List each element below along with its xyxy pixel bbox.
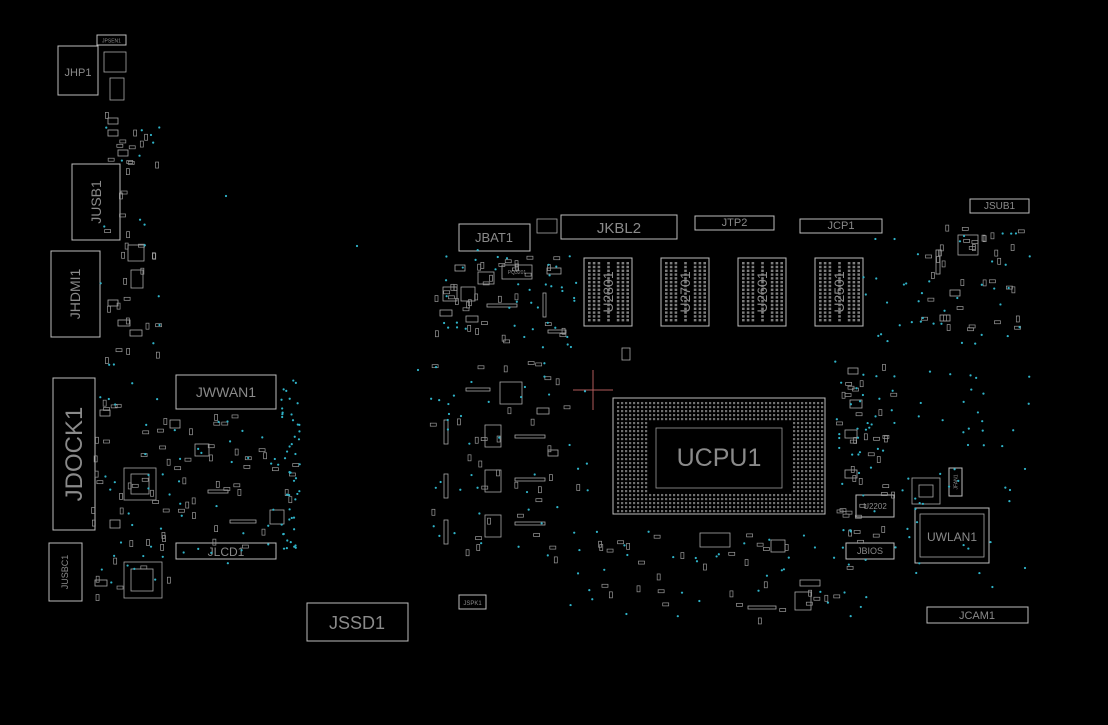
right-small-parts <box>844 234 979 505</box>
component-u2601[interactable]: U2601 <box>737 257 787 327</box>
u2701-label: U2701 <box>677 271 693 312</box>
component-uwlan1[interactable]: UWLAN1 <box>914 507 990 564</box>
left-small-parts <box>94 117 285 599</box>
component-jfan1[interactable]: JFAN1 <box>948 467 963 497</box>
jcam1-label: JCAM1 <box>959 610 995 622</box>
misc-pads <box>91 112 1025 625</box>
uwlan1-label: UWLAN1 <box>927 530 977 544</box>
crosshair-marker <box>573 370 613 410</box>
component-jsub1[interactable]: JSUB1 <box>969 198 1030 214</box>
component-jusb1[interactable]: JUSB1 <box>71 163 121 241</box>
component-u2801[interactable]: U2801 <box>583 257 633 327</box>
component-u2202[interactable]: U2202 <box>855 494 895 518</box>
cpu-ball-grid <box>617 402 824 513</box>
jcp1-label: JCP1 <box>828 220 855 232</box>
component-jdock1[interactable]: JDOCK1 <box>52 377 96 531</box>
component-jbat1[interactable]: JBAT1 <box>458 223 531 252</box>
component-jlcd1[interactable]: JLCD1 <box>175 542 277 560</box>
component-jkbl2[interactable]: JKBL2 <box>560 214 678 240</box>
component-jpsen1[interactable]: JPSEN1 <box>96 34 127 46</box>
component-ucpu1[interactable]: UCPU1 <box>612 397 826 515</box>
component-pq3201[interactable]: PQ3201 <box>501 264 533 280</box>
pq3201-label: PQ3201 <box>508 270 527 276</box>
jspk1-label: JSPK1 <box>463 601 482 607</box>
jbat1-label: JBAT1 <box>475 230 513 245</box>
component-jusbc1[interactable]: JUSBC1 <box>48 542 83 602</box>
jsub1-label: JSUB1 <box>984 201 1016 212</box>
jhdmi1-label: JHDMI1 <box>67 269 83 320</box>
jkbl2-label: JKBL2 <box>597 220 641 237</box>
component-jspk1[interactable]: JSPK1 <box>458 594 487 610</box>
jdock1-label: JDOCK1 <box>61 407 88 502</box>
component-jbios[interactable]: JBIOS <box>845 542 895 560</box>
jlcd1-label: JLCD1 <box>208 545 245 559</box>
jwwan1-label: JWWAN1 <box>196 384 256 400</box>
component-jcp1[interactable]: JCP1 <box>799 218 883 234</box>
u2801-label: U2801 <box>600 271 616 312</box>
jhp1-label: JHP1 <box>65 67 92 79</box>
jbat1-pads <box>536 218 558 234</box>
component-jssd1[interactable]: JSSD1 <box>306 602 409 642</box>
component-u2701[interactable]: U2701 <box>660 257 710 327</box>
component-jtp2[interactable]: JTP2 <box>694 215 775 231</box>
u2202-label: U2202 <box>863 502 887 511</box>
component-jhp1[interactable]: JHP1 <box>57 45 127 101</box>
jfan1-label: JFAN1 <box>954 474 960 489</box>
jbios-label: JBIOS <box>857 546 883 556</box>
u2501-label: U2501 <box>831 271 847 312</box>
component-u2501[interactable]: U2501 <box>814 257 864 327</box>
u2601-label: U2601 <box>754 271 770 312</box>
center-small-parts <box>443 381 821 611</box>
jssd1-label: JSSD1 <box>329 613 385 633</box>
jusb1-label: JUSB1 <box>88 180 104 224</box>
jtp2-label: JTP2 <box>722 217 748 229</box>
via-dots <box>99 126 1031 618</box>
ucpu1-label: UCPU1 <box>677 444 762 472</box>
jpsen1-label: JPSEN1 <box>102 39 121 45</box>
jusbc1-label: JUSBC1 <box>60 555 70 590</box>
component-jhdmi1[interactable]: JHDMI1 <box>50 250 101 338</box>
component-jwwan1[interactable]: JWWAN1 <box>175 374 277 410</box>
component-jcam1[interactable]: JCAM1 <box>926 606 1029 624</box>
